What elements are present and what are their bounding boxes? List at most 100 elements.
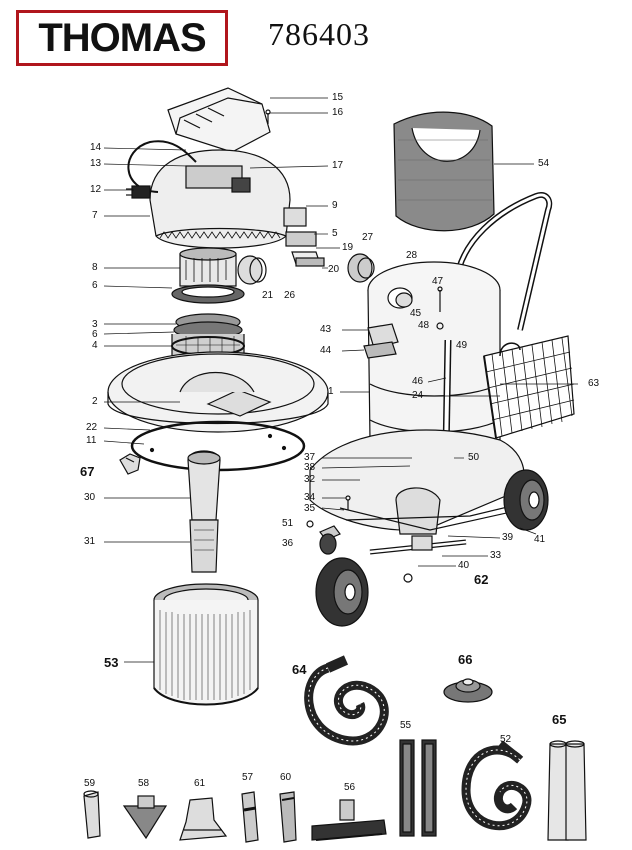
float-30-drawing <box>187 450 221 521</box>
rear-wheel-right-drawing <box>503 469 549 531</box>
motor-head-drawing <box>149 149 291 249</box>
part-label-67: 67 <box>80 464 95 479</box>
part-label-48: 48 <box>418 320 430 331</box>
float-cage-drawing <box>237 255 267 285</box>
tank-lid-drawing <box>107 351 329 433</box>
part-label-45: 45 <box>410 308 422 319</box>
part-label-5: 5 <box>332 228 338 239</box>
nozzle-61-drawing <box>179 797 228 841</box>
part-label-51: 51 <box>282 518 294 529</box>
part-label-6b: 6 <box>92 329 98 340</box>
model-number: 786403 <box>268 16 370 52</box>
part-label-58: 58 <box>138 778 150 789</box>
tank-drawing <box>363 261 501 463</box>
cartridge-filter-drawing <box>153 583 259 706</box>
part-label-21: 21 <box>262 290 274 301</box>
front-wheel-left-drawing <box>315 557 369 627</box>
part-label-63: 63 <box>588 378 600 389</box>
castor-36-drawing <box>306 495 351 555</box>
part-label-57: 57 <box>242 772 254 783</box>
part-label-35: 35 <box>304 503 316 514</box>
part-label-1: 1 <box>328 386 334 397</box>
part-label-41: 41 <box>534 534 546 545</box>
part-label-34: 34 <box>304 492 316 503</box>
part-label-11: 11 <box>86 435 97 446</box>
part-label-20: 20 <box>328 264 340 275</box>
part-label-40: 40 <box>458 560 470 571</box>
part-label-43: 43 <box>320 324 332 335</box>
brand-logo-text: THOMAS <box>38 15 206 60</box>
part-label-47: 47 <box>432 276 444 287</box>
part-label-60: 60 <box>280 772 292 783</box>
part-label-7: 7 <box>92 210 98 221</box>
part-label-54: 54 <box>538 158 550 169</box>
trolley-chassis-drawing <box>309 429 525 535</box>
part-label-19: 19 <box>342 242 354 253</box>
nozzle-59-drawing <box>83 790 101 839</box>
leader-lines <box>103 97 578 663</box>
part-label-27: 27 <box>362 232 374 243</box>
foam-sleeve-drawing <box>393 111 495 232</box>
clip-67-drawing <box>119 453 141 475</box>
part-label-31: 31 <box>84 536 96 547</box>
fastener-47-48-drawing <box>436 286 444 330</box>
part-label-6a: 6 <box>92 280 98 291</box>
part-label-15: 15 <box>332 92 344 103</box>
part-label-52: 52 <box>500 734 512 745</box>
part-label-24: 24 <box>412 390 424 401</box>
part-label-65: 65 <box>552 712 567 727</box>
part-label-36: 36 <box>282 538 294 549</box>
part-label-33: 33 <box>490 550 502 561</box>
tubes-65-drawing <box>547 740 587 841</box>
part-label-50: 50 <box>468 452 480 463</box>
screw-16-drawing <box>265 109 271 124</box>
part-label-39: 39 <box>502 532 514 543</box>
extension-tubes-55-drawing <box>399 739 437 837</box>
part-label-28: 28 <box>406 250 418 261</box>
filter-adapter-drawing <box>189 519 219 573</box>
switch-parts-drawing <box>283 207 325 267</box>
nozzle-58-drawing <box>122 795 168 840</box>
part-label-4: 4 <box>92 340 98 351</box>
nut-62-drawing <box>403 573 413 583</box>
brand-logo: THOMAS <box>16 10 228 66</box>
part-label-30: 30 <box>84 492 96 503</box>
floor-tool-56-drawing <box>311 799 387 841</box>
part-label-38: 38 <box>304 462 316 473</box>
part-label-13: 13 <box>90 158 102 169</box>
part-label-17: 17 <box>332 160 344 171</box>
top-cover-drawing <box>167 87 271 153</box>
part-label-46: 46 <box>412 376 424 387</box>
part-label-62: 62 <box>474 572 489 587</box>
part-label-66: 66 <box>458 652 473 667</box>
part-label-49: 49 <box>456 340 468 351</box>
part-label-8: 8 <box>92 262 98 273</box>
part-label-3: 3 <box>92 319 98 330</box>
axle-drawing <box>369 535 467 555</box>
part-label-22: 22 <box>86 422 98 433</box>
part-label-32: 32 <box>304 474 316 485</box>
accessory-basket-drawing <box>483 335 575 439</box>
part-label-55: 55 <box>400 720 412 731</box>
suction-hose-52-drawing <box>461 740 532 831</box>
part-label-14: 14 <box>90 142 102 153</box>
nozzle-60-drawing <box>279 791 297 843</box>
part-label-12: 12 <box>90 184 102 195</box>
gasket-ring-6a-drawing <box>171 284 245 304</box>
motor-drawing <box>179 247 237 287</box>
suction-hose-64-drawing <box>304 655 389 746</box>
part-label-9: 9 <box>332 200 338 211</box>
part-label-37: 37 <box>304 452 316 463</box>
nozzle-57-drawing <box>241 791 259 843</box>
part-label-61: 61 <box>194 778 206 789</box>
part-label-59: 59 <box>84 778 96 789</box>
part-label-2: 2 <box>92 396 98 407</box>
trolley-handle-drawing <box>452 192 553 461</box>
part-label-64: 64 <box>292 662 307 677</box>
part-label-26: 26 <box>284 290 296 301</box>
part-label-16: 16 <box>332 107 344 118</box>
inlet-elbow-drawing <box>347 253 375 283</box>
part-label-53: 53 <box>104 655 119 670</box>
cap-66-drawing <box>443 678 493 703</box>
